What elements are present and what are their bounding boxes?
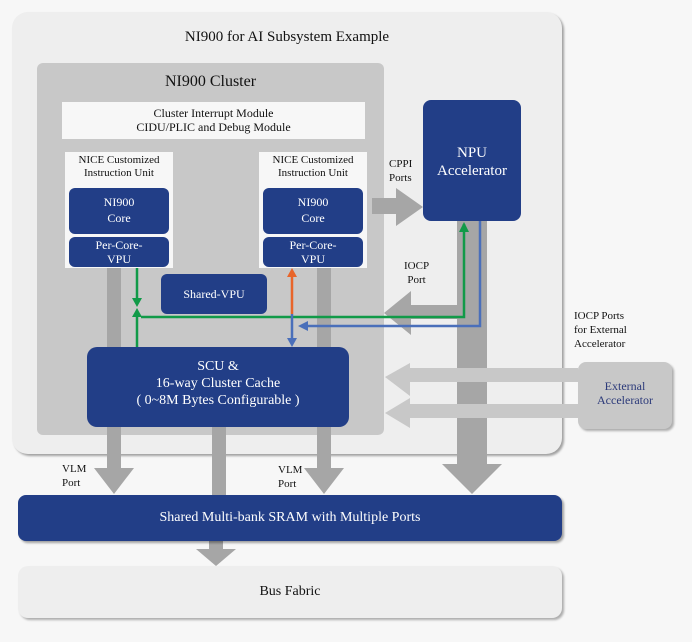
ext-arrow1-shaft [410,368,578,382]
nice-label-line1: NICE Customized [272,154,354,166]
iocp-arrow-head [384,291,411,335]
iocp-external-ports-label: IOCP Ports for External Accelerator [574,309,627,351]
vlm2-line2: Port [278,478,297,490]
ext-line1: External [604,379,646,393]
ext-arrow2-shaft [410,404,578,418]
vlm2-line1: VLM [278,464,303,476]
npu-accelerator: NPU Accelerator [423,100,521,221]
vpu-line2: VPU [300,252,325,266]
ext-line2: Accelerator [597,393,653,407]
per-core-vpu-1: Per-Core- VPU [69,237,169,267]
nice-label-line1: NICE Customized [78,154,160,166]
vlm-port-label-1: VLM Port [62,462,86,490]
npu-to-sram-bar [457,221,487,464]
nice-unit-2: NICE Customized Instruction Unit NI900 C… [259,152,367,268]
cim-line2: CIDU/PLIC and Debug Module [136,120,291,134]
vlm2-arrow-head [304,468,344,494]
ni900-core-1: NI900 Core [69,188,169,234]
ni900-core-2: NI900 Core [263,188,363,234]
blue-left-arrow-head [298,321,308,331]
nice-unit-1: NICE Customized Instruction Unit NI900 C… [65,152,173,268]
subsystem-title: NI900 for AI Subsystem Example [184,29,390,45]
iocp-line2: Port [407,274,426,286]
nice-unit-label: NICE Customized Instruction Unit [65,152,173,180]
sram-to-bus-arrow-head [196,549,236,566]
vpu-line1: Per-Core- [95,238,143,252]
core-line1: NI900 [297,195,329,209]
iocp-ext-line1: IOCP Ports [574,310,625,322]
npu-line2: Accelerator [437,163,507,179]
cim-line1: Cluster Interrupt Module [153,106,274,120]
blue-path [303,221,482,328]
core-line1: NI900 [103,195,135,209]
vlm-port-label-2: VLM Port [278,463,302,491]
external-accelerator: External Accelerator [578,362,672,429]
sram-to-bus-bar [209,541,223,549]
scu-line2: 16-way Cluster Cache [155,376,281,391]
iocp-port-label: IOCP Port [404,259,429,287]
nice-label-line2: Instruction Unit [84,167,154,179]
green-npu-arrow-head [459,222,469,232]
vpu-line2: VPU [106,252,131,266]
scu-cluster-cache: SCU & 16-way Cluster Cache ( 0~8M Bytes … [87,347,349,427]
ext-arrow1-head [385,363,410,396]
cppi-ports-label: CPPI Ports [389,157,412,185]
nice-label-line2: Instruction Unit [278,167,348,179]
iocp-ext-line2: for External [574,324,627,336]
bus-fabric: Bus Fabric [18,566,562,618]
npu-line1: NPU [456,145,487,161]
cluster-to-sram-bar [212,427,226,495]
shared-sram: Shared Multi-bank SRAM with Multiple Por… [18,495,562,541]
core-line2: Core [107,211,131,225]
npu-to-sram-arrow-head [442,464,502,494]
iocp-ext-line3: Accelerator [574,338,626,350]
scu-line3: ( 0~8M Bytes Configurable ) [136,393,300,408]
orange-up-arrow-head [287,268,297,277]
scu-line1: SCU & [197,359,239,374]
nice-unit-label: NICE Customized Instruction Unit [259,152,367,180]
vlm1-line2: Port [62,477,81,489]
cluster-title: NI900 Cluster [164,73,257,90]
cluster-interrupt-module: Cluster Interrupt Module CIDU/PLIC and D… [62,102,365,139]
green-path [141,224,466,319]
ext-arrow2-head [385,398,410,428]
vpu-line1: Per-Core- [289,238,337,252]
green-down-arrow-head [132,298,142,307]
per-core-vpu-2: Per-Core- VPU [263,237,363,267]
iocp-arrow-shaft [410,305,460,319]
vlm1-arrow-head [94,468,134,494]
cppi-arrow-head [396,188,423,226]
cppi-arrow-shaft [372,198,396,214]
iocp-line1: IOCP [404,260,430,272]
shared-vpu: Shared-VPU [161,274,267,314]
cppi-line2: Ports [389,172,412,184]
cppi-line1: CPPI [389,158,413,170]
core-line2: Core [301,211,325,225]
vlm1-line1: VLM [62,463,87,475]
green-up-arrow-head [132,308,142,317]
blue-down-arrow-head [287,338,297,347]
